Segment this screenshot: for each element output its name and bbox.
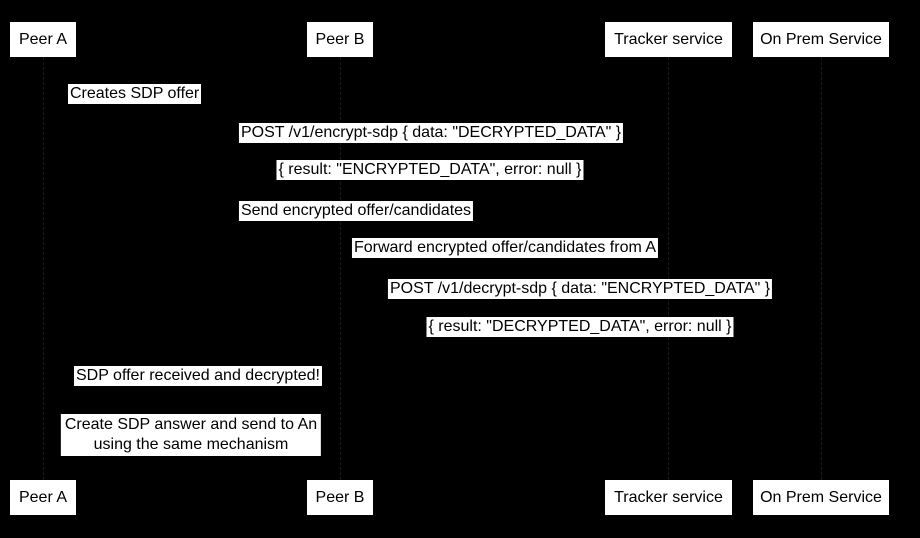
lifeline-on-prem-service [821,57,822,480]
message-sdp-offer-received: SDP offer received and decrypted! [74,366,322,386]
message-result-decrypted-data: { result: "DECRYPTED_DATA", error: null … [426,317,734,337]
message-result-encrypted-data: { result: "ENCRYPTED_DATA", error: null … [276,160,584,180]
lifeline-tracker-service [668,57,669,480]
note-line-1: Create SDP answer and send to An [64,416,318,433]
actor-on-prem-service-top: On Prem Service [753,22,889,57]
actor-peer-a-top: Peer A [10,22,76,57]
message-forward-encrypted-offer: Forward encrypted offer/candidates from … [351,238,659,258]
actor-peer-b-top: Peer B [307,22,373,57]
note-create-sdp-answer: Create SDP answer and send to An using t… [60,414,322,456]
actor-on-prem-service-bottom: On Prem Service [753,480,889,515]
actor-tracker-service-bottom: Tracker service [605,480,732,515]
message-post-decrypt-sdp: POST /v1/decrypt-sdp { data: "ENCRYPTED_… [387,279,773,299]
actor-peer-b-bottom: Peer B [307,480,373,515]
message-post-encrypt-sdp: POST /v1/encrypt-sdp { data: "DECRYPTED_… [238,123,624,143]
lifeline-peer-b [340,57,341,480]
note-line-2: using the same mechanism [93,436,289,453]
actor-peer-a-bottom: Peer A [10,480,76,515]
lifeline-peer-a [43,57,44,480]
message-send-encrypted-offer: Send encrypted offer/candidates [238,201,474,221]
actor-tracker-service-top: Tracker service [605,22,732,57]
message-creates-sdp-offer: Creates SDP offer [68,84,202,104]
